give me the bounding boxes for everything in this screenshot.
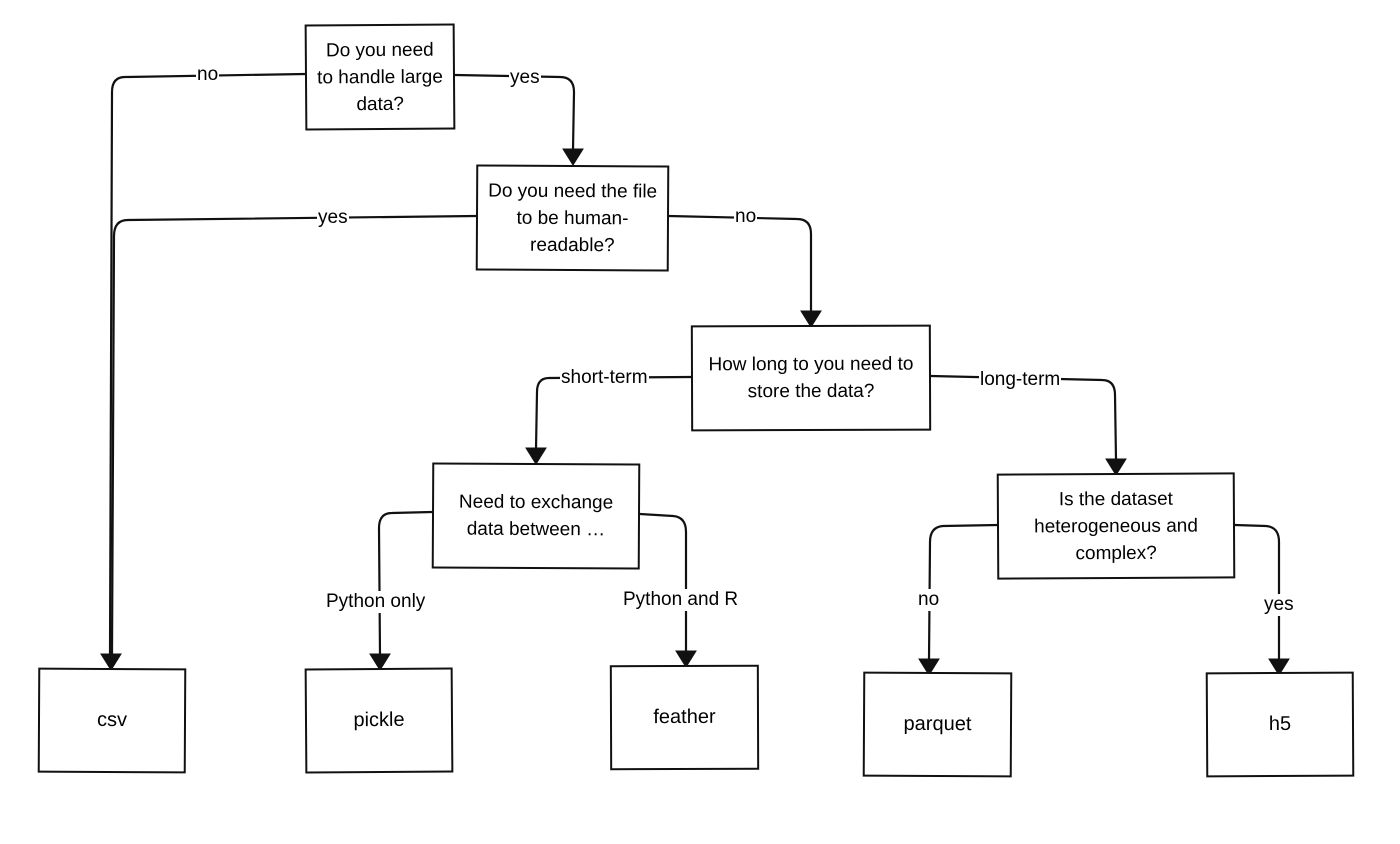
arrowhead-parquet: [918, 658, 940, 676]
decision-heterogeneous-text: Is the dataset heterogeneous and complex…: [1034, 488, 1198, 564]
leaf-h5-text: h5: [1268, 712, 1292, 736]
leaf-pickle-text: pickle: [353, 708, 405, 732]
arrowhead-heterogeneous: [1105, 458, 1127, 476]
decision-human-readable-text: Do you need the file to be human-readabl…: [488, 180, 658, 256]
decision-large-data: Do you need to handle large data?: [304, 23, 456, 131]
edge-short-term-exchange: [534, 375, 693, 451]
decision-heterogeneous: Is the dataset heterogeneous and complex…: [996, 472, 1236, 580]
edge-long-term-heterogeneous: [929, 374, 1118, 462]
edge-label-large-no: no: [196, 64, 220, 86]
arrowhead-h5: [1268, 658, 1290, 676]
decision-exchange-text: Need to exchange data between …: [458, 491, 614, 541]
decision-store-duration-text: How long to you need to store the data?: [708, 353, 914, 403]
arrowhead-pickle: [369, 653, 391, 671]
leaf-csv-text: csv: [96, 708, 128, 732]
leaf-h5: h5: [1205, 671, 1355, 778]
edge-label-hetero-no: no: [917, 589, 941, 611]
edge-label-readable-yes: yes: [317, 207, 349, 229]
decision-store-duration: How long to you need to store the data?: [690, 324, 932, 432]
edge-label-long-term: long-term: [979, 369, 1062, 391]
edge-large-yes-readable: [453, 73, 576, 152]
arrowhead-duration: [800, 310, 822, 328]
edge-hetero-no-parquet: [927, 523, 1000, 662]
arrowhead-exchange: [525, 447, 547, 465]
edge-label-short-term: short-term: [560, 367, 649, 389]
decision-large-data-text: Do you need to handle large data?: [317, 39, 443, 115]
arrowhead-feather: [675, 650, 697, 668]
arrowhead-csv: [100, 653, 122, 671]
leaf-pickle: pickle: [304, 667, 454, 774]
leaf-feather-text: feather: [653, 705, 716, 729]
edge-hetero-yes-h5: [1233, 523, 1281, 662]
edge-label-python-and-r: Python and R: [622, 589, 740, 611]
edge-python-and-r-feather: [638, 512, 688, 654]
edge-readable-yes-csv: [110, 214, 478, 657]
edge-readable-no-duration: [667, 214, 813, 314]
edge-python-only-pickle: [377, 510, 434, 657]
edge-label-large-yes: yes: [509, 67, 541, 89]
decision-human-readable: Do you need the file to be human-readabl…: [475, 164, 670, 272]
edge-large-no-csv: [108, 72, 307, 657]
leaf-csv: csv: [37, 667, 187, 774]
edge-label-hetero-yes: yes: [1263, 594, 1295, 616]
decision-exchange: Need to exchange data between …: [431, 462, 641, 570]
leaf-feather: feather: [609, 664, 760, 771]
edge-label-readable-no: no: [734, 206, 758, 228]
edge-label-python-only: Python only: [325, 591, 427, 613]
leaf-parquet-text: parquet: [903, 712, 972, 736]
leaf-parquet: parquet: [862, 671, 1013, 778]
arrowhead-readable: [562, 148, 584, 166]
